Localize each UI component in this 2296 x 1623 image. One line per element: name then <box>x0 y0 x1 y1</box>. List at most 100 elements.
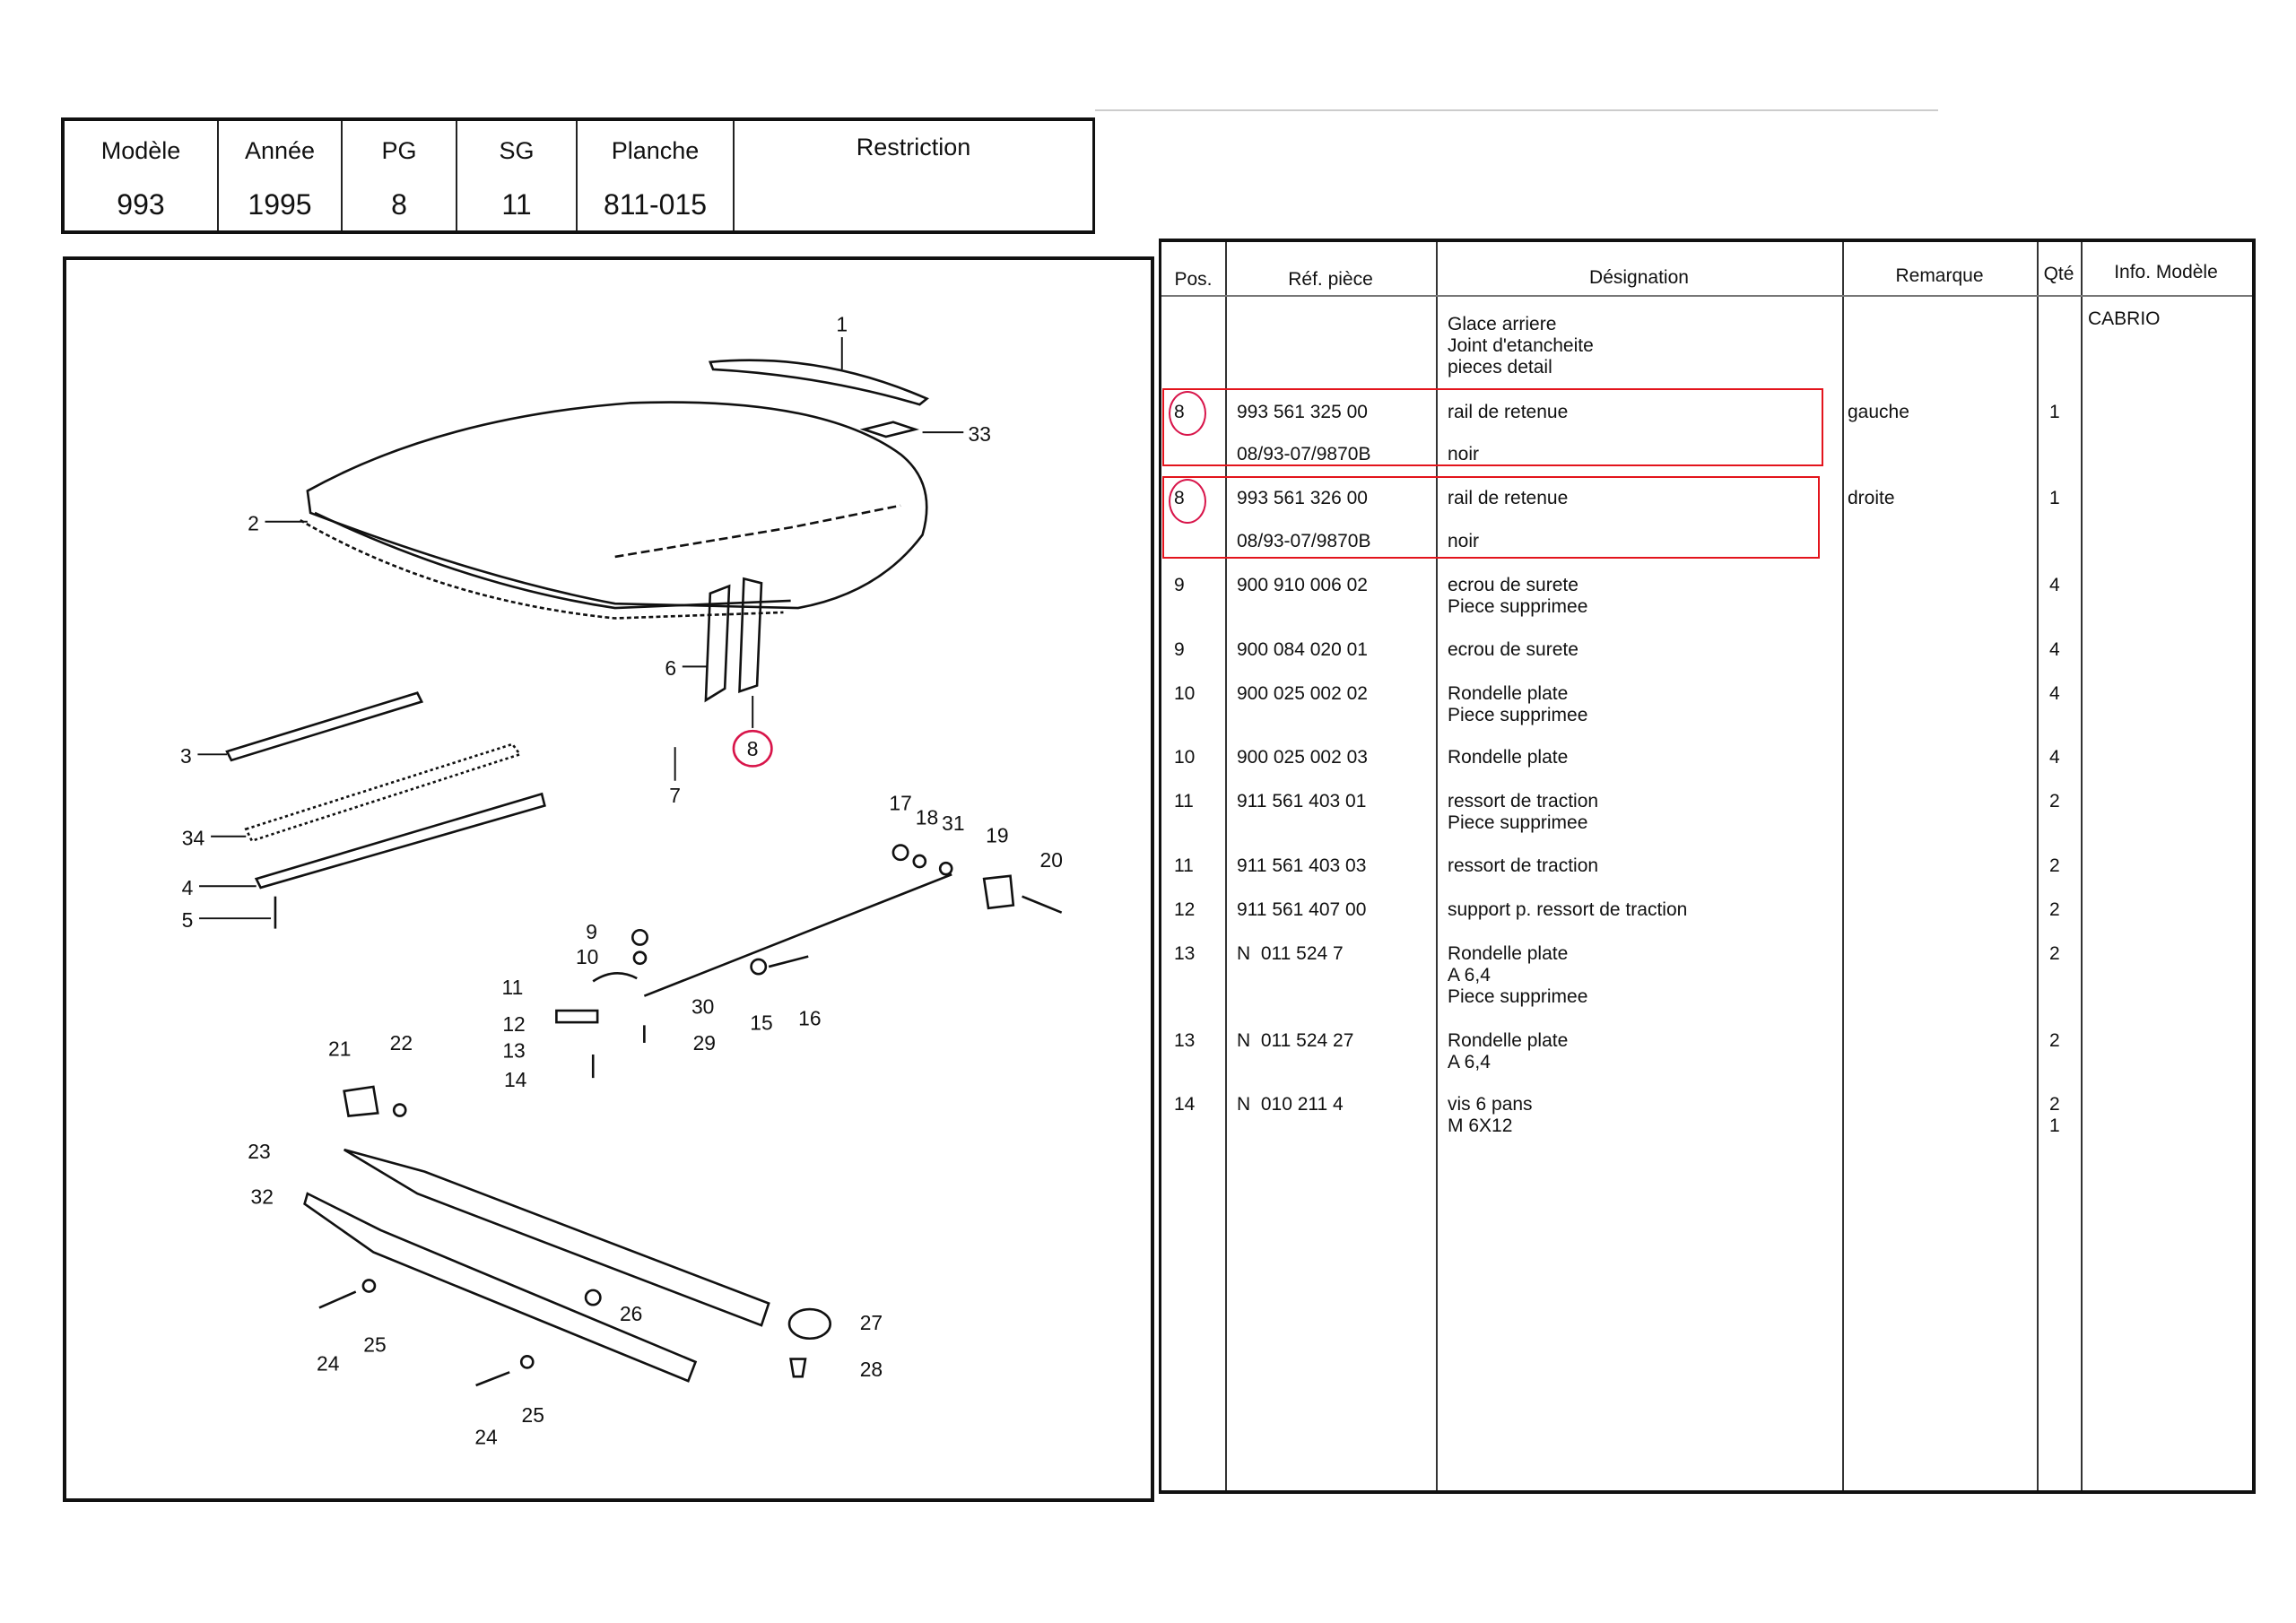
highlight-circle-pos <box>1169 391 1206 436</box>
part-1-rear-glass-strip <box>708 359 929 406</box>
cell-pos: 11 <box>1174 855 1194 876</box>
callout-label: 20 <box>1040 848 1063 872</box>
callout-label: 15 <box>750 1011 772 1034</box>
callout-label: 32 <box>251 1185 274 1209</box>
cell-designation: support p. ressort de traction <box>1448 899 1688 920</box>
cell-pos: 13 <box>1174 1030 1196 1051</box>
callout-leaders <box>197 337 964 920</box>
cell-qty: 1 <box>2049 488 2060 508</box>
parts-table: Pos. Réf. pièce Désignation Remarque Qté… <box>1159 239 2256 1494</box>
cell-designation: Glace arriere Joint d'etancheite pieces … <box>1448 314 1594 378</box>
cell-designation: rail de retenue <box>1448 488 1569 508</box>
diagram-drawing <box>225 359 1063 1387</box>
callout-label: 31 <box>942 812 964 835</box>
cell-designation: vis 6 pans M 6X12 <box>1448 1094 1533 1136</box>
cell-remark: droite <box>1848 488 1895 508</box>
cell-designation: Rondelle plate A 6,4 <box>1448 1030 1569 1072</box>
cell-qty: 4 <box>2049 575 2060 595</box>
header-pg: PG 8 <box>343 121 457 230</box>
highlight-circle-pos <box>1169 479 1206 524</box>
callout-label-highlighted: 8 <box>747 737 759 760</box>
header-divider <box>1161 295 2252 297</box>
cell-pos: 9 <box>1174 575 1185 595</box>
cell-pos: 14 <box>1174 1094 1196 1115</box>
cell-qty: 2 <box>2049 943 2060 964</box>
part-21 <box>343 1085 379 1118</box>
callout-label: 19 <box>986 823 1008 846</box>
cell-pos: 10 <box>1174 683 1196 704</box>
header-label: SG <box>499 137 535 164</box>
callout-label: 12 <box>502 1012 525 1036</box>
callout-label: 23 <box>248 1140 270 1163</box>
callout-label: 28 <box>860 1358 883 1381</box>
cell-designation: ressort de traction Piece supprimee <box>1448 791 1599 833</box>
part-3 <box>225 691 424 762</box>
cell-qty: 1 <box>2049 402 2060 422</box>
part-32 <box>303 1192 698 1383</box>
column-header-qty: Qté <box>2043 264 2074 284</box>
column-header-remark: Remarque <box>1895 265 1984 286</box>
header-label: PG <box>381 137 417 164</box>
header-label: Planche <box>611 137 700 164</box>
header-sg: SG 11 <box>457 121 578 230</box>
callout-label: 17 <box>889 791 911 814</box>
cell-pos: 13 <box>1174 943 1196 964</box>
cell-qty: 4 <box>2049 747 2060 768</box>
callout-label: 34 <box>182 827 205 850</box>
cell-designation: rail de retenue <box>1448 402 1569 422</box>
callout-labels: 1 33 2 6 8 7 3 34 4 5 17 18 31 19 20 9 1… <box>180 312 1063 1448</box>
callout-label: 5 <box>182 908 194 932</box>
callout-label: 24 <box>317 1352 340 1376</box>
cell-qty: 2 1 <box>2049 1094 2060 1136</box>
cell-pos: 10 <box>1174 747 1196 768</box>
cell-pos: 11 <box>1174 791 1194 812</box>
cell-ref: 993 561 325 00 <box>1237 402 1368 422</box>
callout-label: 4 <box>182 876 194 899</box>
header-value: 993 <box>117 188 165 221</box>
part-roof-rear-window <box>306 401 928 610</box>
highlight-box-row-8-gauche <box>1162 388 1823 466</box>
header-model: Modèle 993 <box>65 121 219 230</box>
column-divider <box>1436 242 1438 1490</box>
callout-label: 30 <box>691 994 714 1018</box>
cell-qty: 4 <box>2049 639 2060 660</box>
cell-qty: 2 <box>2049 855 2060 876</box>
cell-ref: 08/93-07/9870B <box>1237 531 1371 551</box>
cell-designation: noir <box>1448 531 1480 551</box>
part-8-rail <box>738 577 763 693</box>
callout-label: 25 <box>363 1332 386 1356</box>
part-27 <box>787 1307 832 1341</box>
header-value: 11 <box>501 188 532 221</box>
callout-label: 29 <box>693 1031 716 1055</box>
cell-ref: 08/93-07/9870B <box>1237 444 1371 464</box>
callout-label: 3 <box>180 744 192 768</box>
cell-designation: Rondelle plate Piece supprimee <box>1448 683 1588 725</box>
cell-remark: gauche <box>1848 402 1909 422</box>
header-value: 8 <box>391 188 407 221</box>
cell-ref: 900 025 002 03 <box>1237 747 1368 768</box>
callout-label: 10 <box>576 945 598 968</box>
header-label: Année <box>244 137 316 164</box>
cell-ref: N 011 524 7 <box>1237 943 1344 964</box>
highlight-box-row-8-droite <box>1162 476 1820 559</box>
cell-pos: 12 <box>1174 899 1196 920</box>
cell-designation: ressort de traction <box>1448 855 1599 876</box>
header-planche: Planche 811-015 <box>578 121 735 230</box>
part-spring-rod <box>643 872 952 997</box>
cell-ref: 993 561 326 00 <box>1237 488 1368 508</box>
column-header-designation: Désignation <box>1589 267 1689 288</box>
column-header-info-model: Info. Modèle <box>2114 262 2218 282</box>
cell-ref: 900 910 006 02 <box>1237 575 1368 595</box>
cell-ref: 911 561 403 03 <box>1237 855 1367 876</box>
header-value: 811-015 <box>603 188 708 221</box>
callout-label: 6 <box>665 656 676 680</box>
callout-label: 24 <box>474 1425 498 1448</box>
cell-designation: noir <box>1448 444 1480 464</box>
column-divider <box>1225 242 1227 1490</box>
header-value: 1995 <box>248 188 312 221</box>
callout-label: 7 <box>669 784 681 807</box>
cell-designation: Rondelle plate <box>1448 747 1569 768</box>
column-header-ref: Réf. pièce <box>1288 269 1373 290</box>
header-label: Modèle <box>100 137 181 164</box>
cell-ref: 900 025 002 02 <box>1237 683 1368 704</box>
